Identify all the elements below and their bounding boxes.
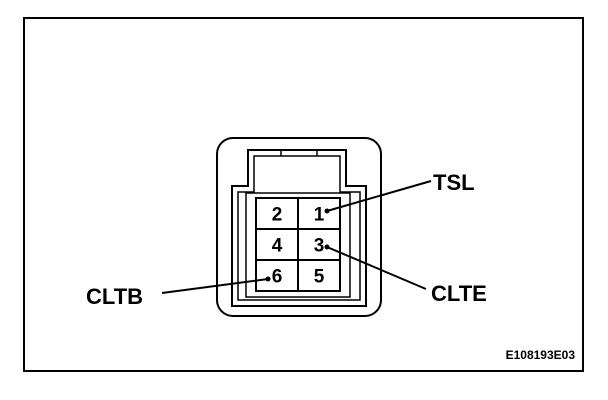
connector-latch xyxy=(280,150,318,156)
leader-dot-tsl xyxy=(324,208,330,214)
leader-line-tsl xyxy=(326,180,432,212)
leader-line-clte xyxy=(326,246,427,290)
pin-cell xyxy=(297,259,341,292)
leader-dot-clte xyxy=(324,244,330,250)
pin-number: 4 xyxy=(272,236,283,257)
figure-code: E108193E03 xyxy=(506,348,576,362)
figure-frame xyxy=(23,17,584,372)
callout-cltb: CLTB xyxy=(86,284,143,309)
pin-block-cavity xyxy=(245,192,351,298)
pin-number: 2 xyxy=(272,205,283,226)
pin-grid: 2 1 4 3 6 5 xyxy=(255,197,341,292)
callout-tsl: TSL xyxy=(433,170,475,195)
callout-clte: CLTE xyxy=(431,281,487,306)
connector-inner-outline xyxy=(231,149,367,307)
leader-line-cltb xyxy=(161,278,269,294)
pin-number: 5 xyxy=(314,267,325,288)
pin-number: 3 xyxy=(314,236,325,257)
connector-inner-outline-2 xyxy=(237,155,361,301)
pin-number: 6 xyxy=(272,267,283,288)
connector-housing xyxy=(216,137,382,317)
pin-number: 1 xyxy=(314,205,325,226)
leader-dot-cltb xyxy=(265,276,271,282)
